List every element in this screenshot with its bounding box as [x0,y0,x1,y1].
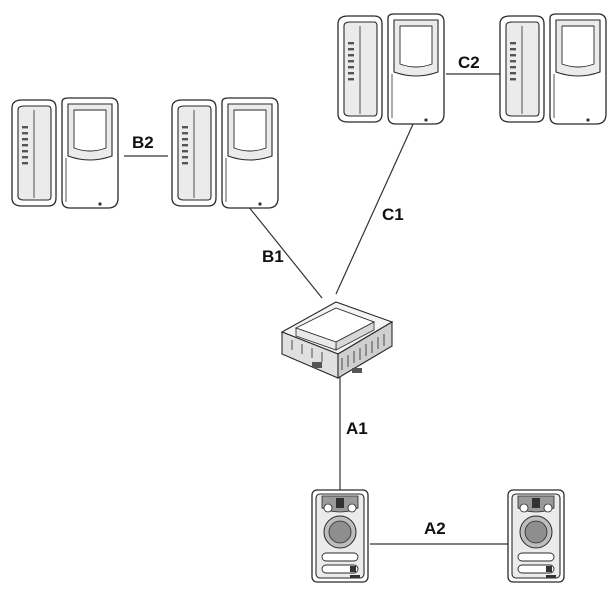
monitor-c2 [499,13,607,125]
monitor-b1 [171,97,279,209]
monitor-b2 [11,97,119,209]
entry-panel-a1 [311,489,369,583]
label-c2: C2 [458,53,480,72]
label-a1: A1 [346,419,368,438]
label-b2: B2 [132,133,154,152]
label-b1: B1 [262,247,284,266]
wire-c1 [335,121,415,295]
label-c1: C1 [382,205,404,224]
monitor-c1 [337,13,445,125]
wire-b1 [247,205,323,299]
distribution-module [281,301,393,379]
label-a2: A2 [424,519,446,538]
entry-panel-a2 [507,489,565,583]
